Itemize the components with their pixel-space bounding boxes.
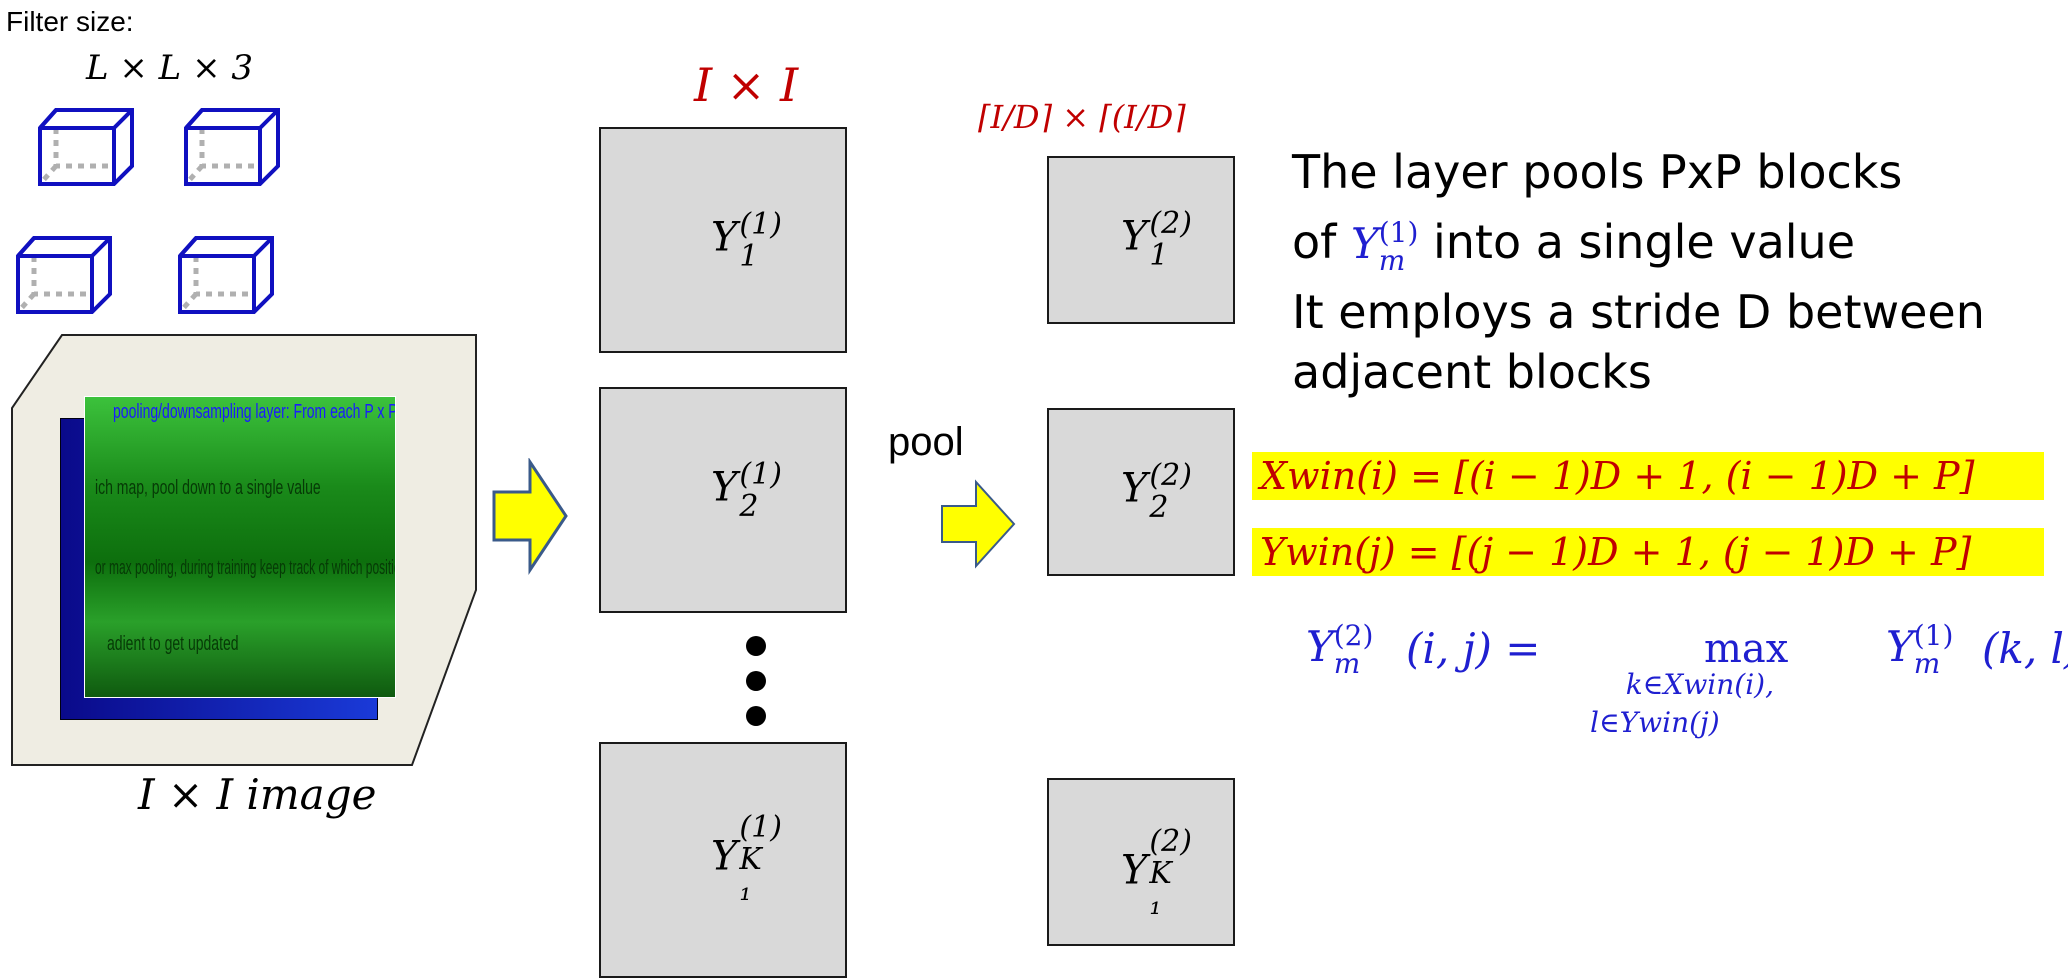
arrow-pool [941,479,1016,569]
description-line-2-post: into a single value [1433,215,1855,269]
ellipsis-dots [746,636,766,726]
pool-label: pool [888,420,964,464]
layer1-map-1: Y(1)1 [599,127,847,353]
formula-lhs-symbol: Y(2)m [1306,619,1374,680]
filter-cube-1 [40,110,132,184]
description-line-4: adjacent blocks [1292,345,1652,399]
filter-size-label: L × L × 3 [86,48,253,88]
image-label: I × I image [138,770,377,819]
formula-max-sub-2: l∈Ywin(j) [1590,706,1720,739]
arrow-to-layer1 [492,458,568,575]
layer2-size-label: ⌈I/D⌉ × ⌈(I/D⌉ [978,98,1186,136]
formula-rhs-args: (k, l) [1982,624,2068,673]
description-line-2: of Y(1)m into a single value [1292,212,1855,275]
layer2-map-1: Y(2)1 [1047,156,1235,324]
layer1-map-1-label: Y(1)1 [711,207,782,274]
filter-caption: Filter size: [6,6,134,37]
photo-text-line-4: adient to get updated [107,633,239,655]
filter-cube-4 [180,238,272,312]
layer1-size-label: I × I [694,58,799,112]
description-line-3: It employs a stride D between [1292,285,1985,339]
filter-cubes [0,100,300,340]
layer1-map-2-label: Y(1)2 [711,457,782,524]
layer2-map-2-label: Y(2)2 [1121,458,1192,525]
description-line-2-pre: of [1292,215,1337,269]
layer2-map-2: Y(2)2 [1047,408,1235,576]
description-ym1-symbol: Y(1)m [1350,216,1419,277]
photo-text-line-1: pooling/downsampling layer: From each P … [113,401,396,423]
photo-text-line-2: ich map, pool down to a single value [95,477,321,499]
layer1-map-2: Y(1)2 [599,387,847,613]
formula-lhs-args: (i, j) = [1406,624,1541,673]
formula-max-sub-1: k∈Xwin(i), [1625,668,1774,701]
filter-cube-3 [18,238,110,312]
formula-max-op: max [1704,626,1789,672]
image-photo: pooling/downsampling layer: From each P … [84,396,396,698]
photo-text-line-3: or max pooling, during training keep tra… [95,557,396,579]
filter-cube-2 [186,110,278,184]
xwin-formula: Xwin(i) = [(i − 1)D + 1, (i − 1)D + P] [1252,452,2044,500]
formula-rhs-symbol: Y(1)m [1886,619,1954,680]
description-line-1: The layer pools PxP blocks [1292,145,1903,199]
ywin-formula: Ywin(j) = [(j − 1)D + 1, (j − 1)D + P] [1252,528,2044,576]
layer2-map-1-label: Y(2)1 [1121,206,1192,273]
